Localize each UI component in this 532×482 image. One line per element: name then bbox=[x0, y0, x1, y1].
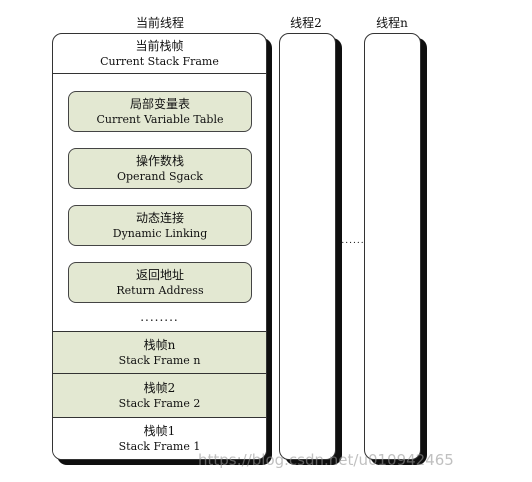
current-thread-column: 当前栈帧 Current Stack Frame 局部变量表 Current V… bbox=[52, 33, 267, 460]
current-stack-frame: 当前栈帧 Current Stack Frame bbox=[53, 34, 266, 74]
stack-frame-1-en: Stack Frame 1 bbox=[118, 440, 201, 453]
thread-n-column bbox=[364, 33, 421, 460]
threads-ellipsis: ...... bbox=[341, 236, 365, 246]
stack-frame-n: 栈帧n Stack Frame n bbox=[53, 331, 266, 373]
return-address-en: Return Address bbox=[116, 283, 204, 297]
stack-frame-n-en: Stack Frame n bbox=[118, 353, 201, 367]
stack-frame-2-zh: 栈帧2 bbox=[143, 380, 176, 395]
return-address-zh: 返回地址 bbox=[135, 267, 184, 282]
watermark-text: https://blog.csdn.net/u010942465 bbox=[198, 451, 454, 469]
stack-frame-2: 栈帧2 Stack Frame 2 bbox=[53, 373, 266, 417]
stack-frame-1: 栈帧1 Stack Frame 1 bbox=[53, 417, 266, 459]
stack-frame-1-zh: 栈帧1 bbox=[143, 424, 176, 438]
operand-stack-en: Operand Sgack bbox=[117, 169, 203, 183]
thread-2-column bbox=[279, 33, 336, 460]
local-variable-table-zh: 局部变量表 bbox=[129, 96, 190, 111]
dynamic-linking-box: 动态连接 Dynamic Linking bbox=[68, 205, 252, 246]
stack-frame-2-en: Stack Frame 2 bbox=[118, 396, 201, 410]
inner-ellipsis: ........ bbox=[140, 310, 179, 324]
local-variable-table-en: Current Variable Table bbox=[96, 112, 224, 126]
operand-stack-box: 操作数栈 Operand Sgack bbox=[68, 148, 252, 189]
dynamic-linking-en: Dynamic Linking bbox=[112, 226, 208, 240]
return-address-box: 返回地址 Return Address bbox=[68, 262, 252, 303]
header-thread-2: 线程2 bbox=[290, 16, 322, 30]
local-variable-table-box: 局部变量表 Current Variable Table bbox=[68, 91, 252, 132]
current-stack-frame-zh: 当前栈帧 bbox=[135, 38, 184, 53]
dynamic-linking-zh: 动态连接 bbox=[135, 210, 184, 225]
current-stack-frame-en: Current Stack Frame bbox=[100, 54, 219, 68]
header-thread-n: 线程n bbox=[376, 16, 408, 30]
operand-stack-zh: 操作数栈 bbox=[135, 153, 184, 168]
header-current-thread: 当前线程 bbox=[135, 16, 184, 30]
stack-frame-n-zh: 栈帧n bbox=[143, 337, 176, 352]
